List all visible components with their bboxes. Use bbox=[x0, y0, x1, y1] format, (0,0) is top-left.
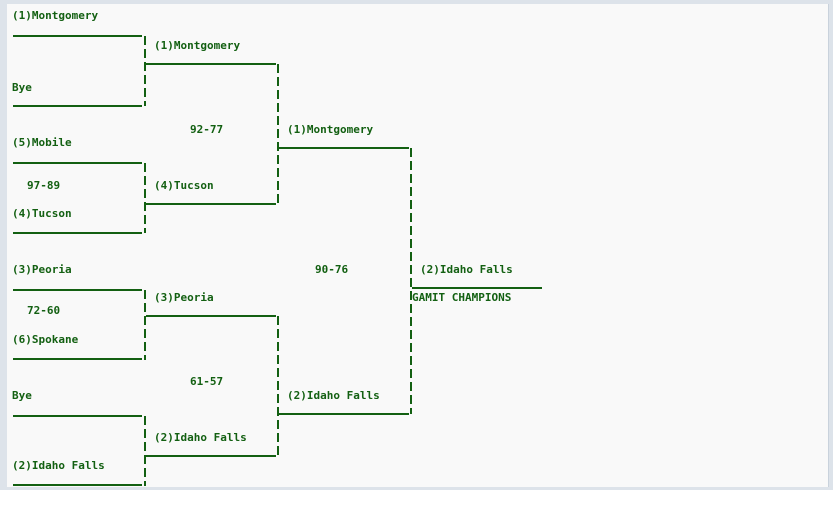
connector-r2-pair-1 bbox=[277, 64, 279, 204]
round2-line-2 bbox=[146, 203, 276, 205]
round1-line-7 bbox=[13, 415, 142, 417]
round1-line-6 bbox=[13, 358, 142, 360]
connector-r1-pair-4 bbox=[144, 416, 146, 486]
round2-team-4[interactable]: (2)Idaho Falls bbox=[154, 431, 247, 444]
round2-line-3 bbox=[146, 315, 276, 317]
page-frame: (1)Montgomery Bye (5)Mobile 97-89 (4)Tuc… bbox=[0, 0, 833, 490]
round1-team-2[interactable]: Bye bbox=[12, 81, 32, 94]
round1-line-8 bbox=[13, 484, 142, 486]
round3-line-2 bbox=[279, 413, 409, 415]
round1-team-5[interactable]: (3)Peoria bbox=[12, 263, 72, 276]
round3-line-1 bbox=[279, 147, 409, 149]
round2-score-1: 92-77 bbox=[190, 123, 224, 136]
round1-line-4 bbox=[13, 232, 142, 234]
round1-line-2 bbox=[13, 105, 142, 107]
round2-team-1[interactable]: (1)Montgomery bbox=[154, 39, 241, 52]
round1-score-1: 97-89 bbox=[27, 179, 61, 192]
round2-line-1 bbox=[146, 63, 276, 65]
round3-team-1[interactable]: (1)Montgomery bbox=[287, 123, 374, 136]
round1-line-1 bbox=[13, 35, 142, 37]
champion-label: GAMIT CHAMPIONS bbox=[412, 291, 512, 304]
connector-r1-pair-2 bbox=[144, 163, 146, 233]
round1-team-7[interactable]: Bye bbox=[12, 389, 32, 402]
champion-team[interactable]: (2)Idaho Falls bbox=[420, 263, 513, 276]
round1-team-1[interactable]: (1)Montgomery bbox=[12, 9, 99, 22]
connector-r2-pair-2 bbox=[277, 316, 279, 456]
connector-r1-pair-3 bbox=[144, 290, 146, 360]
round1-score-2: 72-60 bbox=[27, 304, 61, 317]
round1-team-4[interactable]: (4)Tucson bbox=[12, 207, 72, 220]
round1-team-6[interactable]: (6)Spokane bbox=[12, 333, 79, 346]
champion-line bbox=[412, 287, 542, 289]
connector-r3-pair-1 bbox=[410, 148, 412, 414]
connector-r1-pair-1 bbox=[144, 36, 146, 106]
round2-line-4 bbox=[146, 455, 276, 457]
round3-score-1: 90-76 bbox=[315, 263, 349, 276]
round2-team-3[interactable]: (3)Peoria bbox=[154, 291, 214, 304]
round1-team-8[interactable]: (2)Idaho Falls bbox=[12, 459, 105, 472]
round1-team-3[interactable]: (5)Mobile bbox=[12, 136, 72, 149]
round1-line-3 bbox=[13, 162, 142, 164]
round1-line-5 bbox=[13, 289, 142, 291]
round3-team-2[interactable]: (2)Idaho Falls bbox=[287, 389, 380, 402]
round2-score-2: 61-57 bbox=[190, 375, 224, 388]
round2-team-2[interactable]: (4)Tucson bbox=[154, 179, 214, 192]
bracket-canvas: (1)Montgomery Bye (5)Mobile 97-89 (4)Tuc… bbox=[7, 4, 829, 487]
